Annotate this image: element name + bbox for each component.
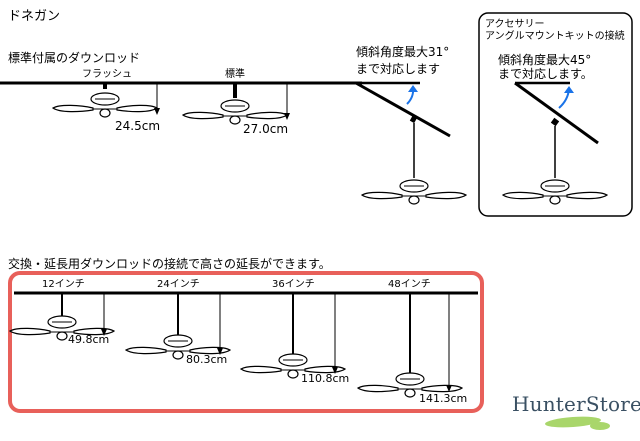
fan-standard: [182, 83, 290, 125]
slope-45-line2: まで対応します。: [498, 67, 593, 81]
ext-24in-label: 24インチ: [157, 279, 200, 290]
fan-36in: [240, 293, 346, 379]
fan-standard-measure: 27.0cm: [243, 122, 289, 136]
fan-flush-label: フラッシュ: [82, 69, 132, 80]
fan-standard-label: 標準: [225, 69, 245, 80]
extension-section-title: 交換・延長用ダウンロッドの接続で高さの延長ができます。: [8, 257, 331, 271]
extension-highlight-box: [8, 271, 484, 413]
fan-24in: [125, 293, 231, 360]
accessory-title-line2: アングルマウントキットの接続: [485, 31, 625, 42]
standard-section-title: 標準付属のダウンロッド: [8, 51, 141, 65]
brand-logo: HunterStore: [512, 392, 640, 416]
slope-31-line2: まで対応します: [356, 62, 441, 76]
ext-36in-measure: 110.8cm: [301, 372, 350, 385]
fan-flush: [52, 83, 160, 118]
slope-ceiling-31: [355, 81, 467, 205]
ext-12in-measure: 49.8cm: [68, 333, 110, 346]
slope-45-line1: 傾斜角度最大45°: [498, 53, 592, 67]
ext-12in-label: 12インチ: [42, 279, 85, 290]
ext-48in-measure: 141.3cm: [419, 392, 468, 405]
ext-24in-measure: 80.3cm: [186, 353, 228, 366]
accessory-box: [478, 12, 633, 217]
ext-48in-label: 48インチ: [388, 279, 431, 290]
accessory-title-line1: アクセサリー: [485, 19, 545, 30]
brand-leaf-icon: [545, 416, 610, 430]
fan-12in: [9, 293, 115, 341]
ext-36in-label: 36インチ: [272, 279, 315, 290]
fan-48in: [357, 293, 463, 398]
fan-flush-measure: 24.5cm: [115, 119, 161, 133]
slope-31-line1: 傾斜角度最大31°: [356, 45, 450, 59]
slope-ceiling-45: [502, 81, 608, 205]
page-title: ドネガン: [8, 9, 61, 24]
